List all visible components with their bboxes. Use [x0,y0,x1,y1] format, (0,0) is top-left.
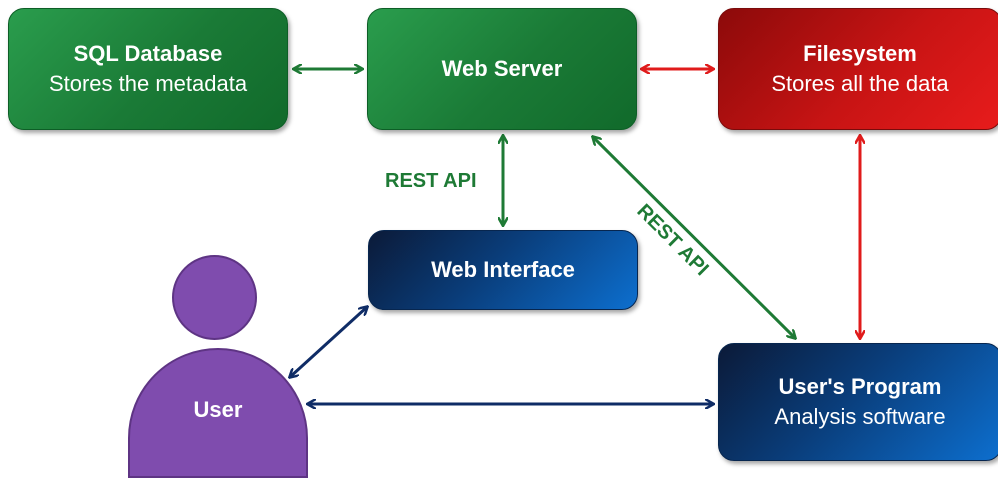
web-server-node: Web Server [367,8,637,130]
web-interface-title: Web Interface [431,257,575,282]
arrow-webserver-program [593,137,795,338]
web-interface-node: Web Interface [368,230,638,310]
users-program-node: User's Program Analysis software [718,343,998,461]
rest-api-label-interface: REST API [385,170,477,192]
users-program-subtitle: Analysis software [774,404,946,429]
filesystem-subtitle: Stores all the data [771,71,949,96]
arrow-user-webinterface [290,307,367,377]
sql-database-title: SQL Database [73,41,223,66]
sql-database-subtitle: Stores the metadata [48,71,248,96]
filesystem-title: Filesystem [803,41,917,66]
user-head-icon [172,255,257,340]
filesystem-node: Filesystem Stores all the data [718,8,998,130]
web-server-title: Web Server [441,56,563,81]
users-program-title: User's Program [778,374,942,399]
connection-arrows [0,0,998,459]
sql-database-node: SQL Database Stores the metadata [8,8,288,130]
user-label: User [193,397,243,422]
